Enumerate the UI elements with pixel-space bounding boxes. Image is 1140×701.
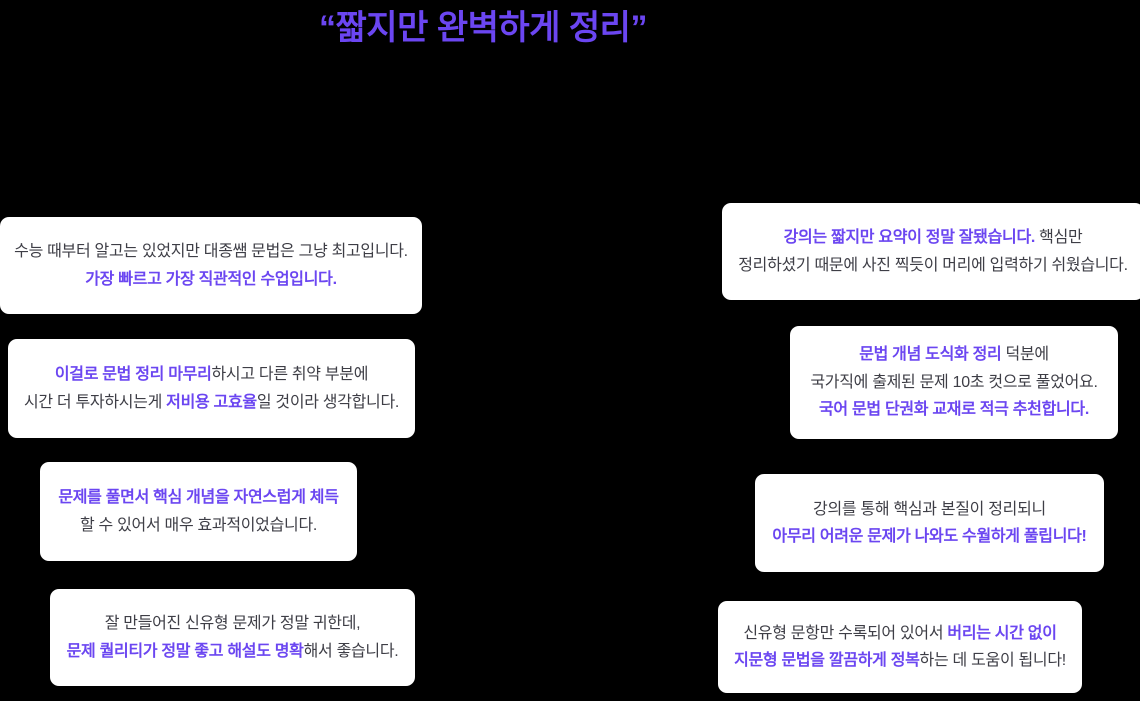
testimonial-line: 지문형 문법을 깔끔하게 정복하는 데 도움이 됩니다!: [724, 647, 1076, 675]
testimonial-text: 신유형 문항만 수록되어 있어서: [743, 624, 948, 642]
testimonial-line: 국어 문법 단권화 교재로 적극 추천합니다.: [809, 396, 1099, 424]
testimonial-highlight-text: 지문형 문법을 깔끔하게 정복: [734, 652, 920, 669]
testimonial-line: 문제를 풀면서 핵심 개념을 자연스럽게 체득: [48, 484, 348, 512]
testimonial-line: 정리하셨기 때문에 사진 찍듯이 머리에 입력하기 쉬웠습니다.: [728, 252, 1138, 280]
testimonial-line: 신유형 문항만 수록되어 있어서 버리는 시간 없이: [733, 620, 1066, 648]
testimonial-card: 잘 만들어진 신유형 문제가 정말 귀한데, 문제 퀄리티가 정말 좋고 해설도 …: [50, 589, 415, 686]
testimonial-line: 시간 더 투자하시는게 저비용 고효율일 것이라 생각합니다.: [14, 389, 409, 417]
testimonial-text: 하는 데 도움이 됩니다!: [919, 652, 1067, 669]
testimonial-line: 할 수 있어서 매우 효과적이었습니다.: [70, 512, 327, 540]
testimonial-highlight-text: 문법 개념 도식화 정리: [859, 346, 1002, 364]
testimonial-text: 정리하셨기 때문에 사진 찍듯이 머리에 입력하기 쉬웠습니다.: [738, 256, 1128, 274]
testimonial-card: 수능 때부터 알고는 있었지만 대종쌤 문법은 그냥 최고입니다. 가장 빠르고 …: [0, 217, 422, 314]
testimonial-line: 가장 빠르고 가장 직관적인 수업입니다.: [75, 266, 346, 294]
testimonial-line: 문법 개념 도식화 정리 덕분에: [849, 341, 1059, 369]
testimonial-highlight-text: 문제를 풀면서 핵심 개념을 자연스럽게 체득: [58, 489, 339, 506]
testimonial-highlight-text: 강의는 짧지만 요약이 정말 잘됐습니다.: [783, 229, 1036, 246]
testimonial-line: 강의를 통해 핵심과 본질이 정리되니: [803, 496, 1056, 524]
testimonial-text: 강의를 통해 핵심과 본질이 정리되니: [813, 500, 1046, 518]
testimonial-line: 강의는 짧지만 요약이 정말 잘됐습니다. 핵심만: [774, 224, 1093, 252]
testimonial-highlight-text: 가장 빠르고 가장 직관적인 수업입니다.: [85, 270, 337, 288]
testimonial-line: 이걸로 문법 정리 마무리하시고 다른 취약 부분에: [45, 361, 378, 389]
testimonial-text: 하시고 다른 취약 부분에: [211, 366, 369, 383]
testimonial-text: 잘 만들어진 신유형 문제가 정말 귀한데,: [104, 615, 361, 632]
testimonial-line: 아무리 어려운 문제가 나와도 수월하게 풀립니다!: [762, 523, 1096, 551]
testimonial-text: 해서 좋습니다.: [303, 642, 399, 660]
testimonial-text: 일 것이라 생각합니다.: [256, 393, 400, 411]
testimonial-highlight-text: 이걸로 문법 정리 마무리: [54, 366, 212, 383]
page-title: “짧지만 완벽하게 정리”: [319, 9, 647, 47]
testimonial-line: 문제 퀄리티가 정말 좋고 해설도 명확해서 좋습니다.: [57, 638, 409, 666]
testimonial-text: 수능 때부터 알고는 있었지만 대종쌤 문법은 그냥 최고입니다.: [14, 243, 408, 260]
testimonial-highlight-text: 저비용 고효율: [166, 393, 257, 411]
testimonial-line: 수능 때부터 알고는 있었지만 대종쌤 문법은 그냥 최고입니다.: [4, 238, 418, 266]
testimonial-line: 잘 만들어진 신유형 문제가 정말 귀한데,: [95, 610, 371, 638]
testimonial-highlight-text: 문제 퀄리티가 정말 좋고 해설도 명확: [66, 642, 304, 660]
testimonial-line: 국가직에 출제된 문제 10초 컷으로 풀었어요.: [800, 369, 1107, 397]
testimonial-text: 국가직에 출제된 문제 10초 컷으로 풀었어요.: [810, 373, 1098, 391]
testimonial-text: 핵심만: [1035, 229, 1083, 246]
testimonial-highlight-text: 버리는 시간 없이: [947, 624, 1057, 642]
testimonial-text: 할 수 있어서 매우 효과적이었습니다.: [79, 516, 318, 534]
testimonial-highlight-text: 국어 문법 단권화 교재로 적극 추천합니다.: [818, 401, 1089, 419]
testimonial-text: 덕분에: [1001, 346, 1050, 364]
testimonial-highlight-text: 아무리 어려운 문제가 나와도 수월하게 풀립니다!: [772, 528, 1087, 545]
testimonial-text: 시간 더 투자하시는게: [23, 393, 167, 411]
